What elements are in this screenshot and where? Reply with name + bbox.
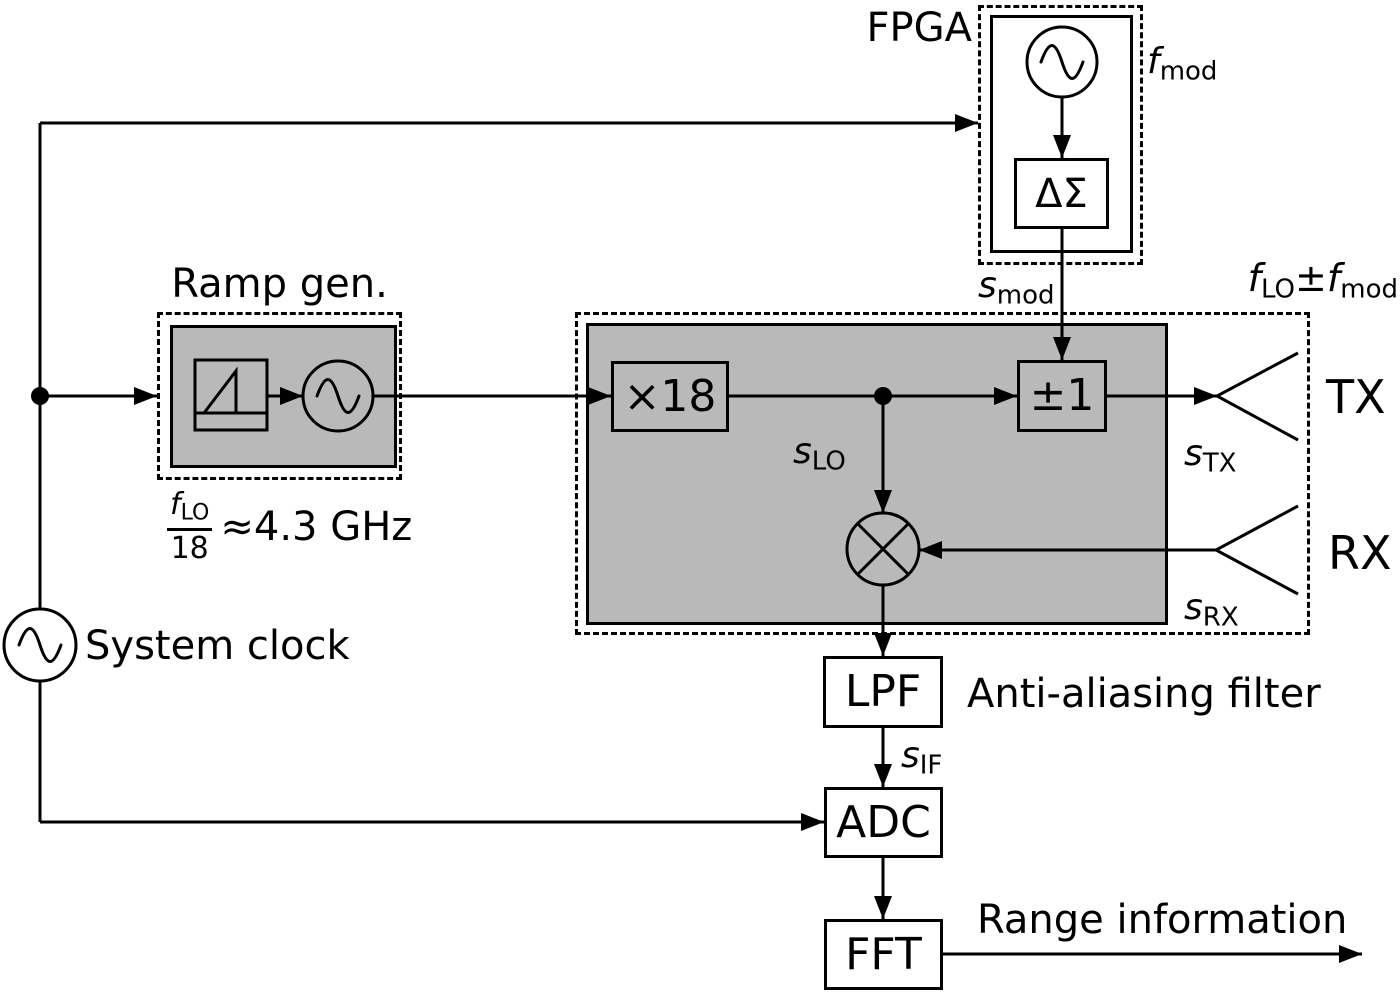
frequency-multiplier-label: ×18 [623, 370, 717, 422]
lpf-block: LPF [823, 656, 943, 728]
s-rx-label: sRX [1184, 587, 1239, 633]
frequency-multiplier-block: ×18 [611, 361, 729, 432]
fft-label: FFT [845, 928, 922, 980]
fraction: fLO 18 [167, 490, 213, 566]
lpf-label: LPF [844, 666, 922, 717]
system-clock-label: System clock [85, 623, 350, 669]
fpga-label: FPGA [866, 5, 973, 51]
ramp-gen-label: Ramp gen. [171, 261, 388, 307]
transceiver-boundary [575, 312, 1310, 635]
adc-block: ADC [824, 787, 943, 858]
fraction-numerator: fLO [167, 490, 213, 531]
lo-frequency-formula: fLO 18 ≈4.3 GHz [167, 490, 412, 564]
s-mod-label: smod [978, 265, 1055, 311]
fft-block: FFT [824, 919, 943, 990]
f-mod-label: fmod [1147, 41, 1218, 87]
bpsk-modulator-label: ±1 [1029, 370, 1095, 421]
bpsk-modulator-block: ±1 [1017, 360, 1107, 432]
junction-dot [31, 387, 49, 405]
rx-label: RX [1328, 526, 1392, 580]
anti-aliasing-filter-label: Anti-aliasing filter [967, 671, 1321, 717]
adc-label: ADC [836, 796, 931, 848]
tx-label: TX [1326, 370, 1386, 424]
s-if-label: sIF [901, 735, 943, 781]
range-information-label: Range information [977, 897, 1348, 943]
ramp-gen-boundary [157, 312, 402, 480]
f-lo-plus-minus-f-mod-label: fLO±fmod [1247, 256, 1398, 305]
delta-sigma-block: ΔΣ [1014, 158, 1109, 229]
fraction-denominator: 18 [170, 530, 209, 566]
delta-sigma-label: ΔΣ [1035, 170, 1088, 217]
s-tx-label: sTX [1184, 433, 1237, 479]
s-lo-label: sLO [793, 431, 846, 477]
system-clock-oscillator-icon [2, 607, 78, 683]
